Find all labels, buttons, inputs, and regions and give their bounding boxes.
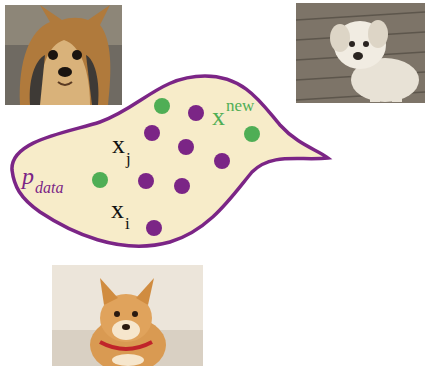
sample-symbol: x [112, 132, 125, 158]
manifold-blob [12, 76, 328, 246]
distribution-symbol: p [22, 164, 34, 188]
new-sample-symbol: x [212, 104, 225, 130]
yorkie-photo [5, 5, 122, 105]
sample-dot [188, 105, 204, 121]
sample-subscript: i [125, 215, 130, 232]
sample-dot [146, 220, 162, 236]
sample-dot [154, 98, 170, 114]
manifold-outline [8, 70, 333, 250]
sample-symbol: x [111, 197, 124, 223]
data-manifold: pdata [8, 70, 333, 250]
sample-dot [214, 153, 230, 169]
sample-dot [138, 173, 154, 189]
distribution-subscript: data [35, 180, 63, 196]
new-sample-superscript: new [226, 97, 254, 114]
shiba-photo [52, 265, 203, 366]
sample-dot [174, 178, 190, 194]
terrier-photo [296, 3, 425, 103]
sample-dot [92, 172, 108, 188]
sample-dot [178, 139, 194, 155]
sample-dot [144, 125, 160, 141]
sample-dot [244, 126, 260, 142]
sample-subscript: j [126, 150, 131, 167]
